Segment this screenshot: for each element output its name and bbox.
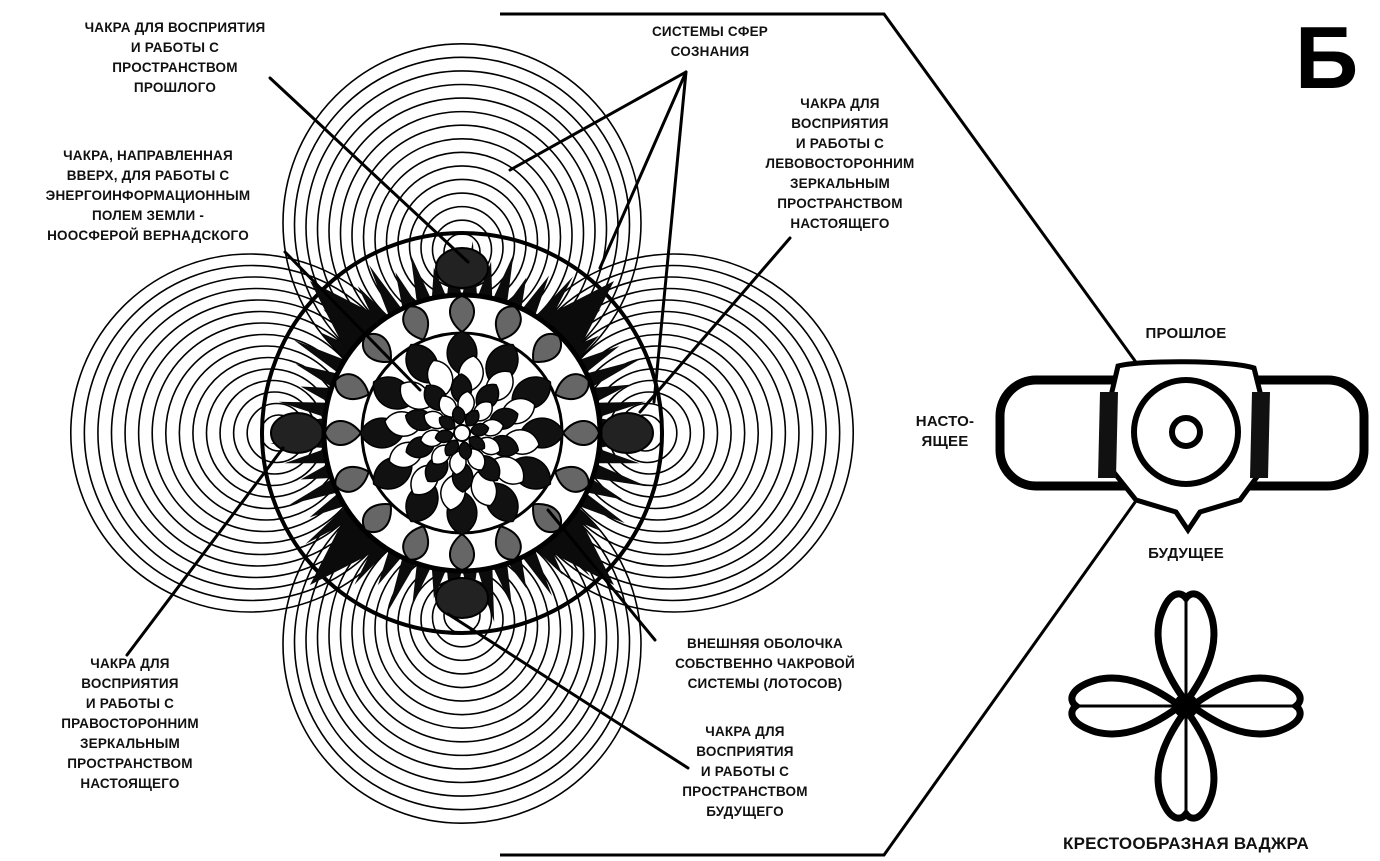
label-past-chakra: ЧАКРА ДЛЯ ВОСПРИЯТИЯ И РАБОТЫ С ПРОСТРАН…: [40, 18, 310, 98]
label-line: НООСФЕРОЙ ВЕРНАДСКОГО: [4, 226, 292, 246]
label-line: БУДУЩЕЕ: [1126, 544, 1246, 564]
label-line: ВОСПРИЯТИЯ: [20, 674, 240, 694]
label-line: НАСТО-: [900, 412, 990, 432]
label-past: ПРОШЛОЕ: [1126, 324, 1246, 344]
label-line: ЗЕРКАЛЬНЫМ: [20, 734, 240, 754]
label-line: ЗЕРКАЛЬНЫМ: [720, 174, 960, 194]
label-consciousness-spheres: СИСТЕМЫ СФЕР СОЗНАНИЯ: [620, 22, 800, 62]
label-future-chakra: ЧАКРА ДЛЯ ВОСПРИЯТИЯ И РАБОТЫ С ПРОСТРАН…: [640, 722, 850, 822]
label-line: ВВЕРХ, ДЛЯ РАБОТЫ С: [4, 166, 292, 186]
label-line: НАСТОЯЩЕГО: [720, 214, 960, 234]
label-outer-shell: ВНЕШНЯЯ ОБОЛОЧКА СОБСТВЕННО ЧАКРОВОЙ СИС…: [640, 634, 890, 694]
label-right-mirror-chakra: ЧАКРА ДЛЯ ВОСПРИЯТИЯ И РАБОТЫ С ПРАВОСТО…: [20, 654, 240, 794]
label-line: ЧАКРА ДЛЯ: [720, 94, 960, 114]
label-line: ПРОСТРАНСТВОМ: [40, 58, 310, 78]
label-line: ВНЕШНЯЯ ОБОЛОЧКА: [640, 634, 890, 654]
label-line: ЧАКРА ДЛЯ: [640, 722, 850, 742]
label-line: КРЕСТООБРАЗНАЯ ВАДЖРА: [1006, 834, 1366, 854]
label-line: ПРОСТРАНСТВОМ: [20, 754, 240, 774]
lotus-bud: [271, 413, 323, 453]
lotus-core: [454, 425, 470, 441]
label-line: ПРОШЛОЕ: [1126, 324, 1246, 344]
label-line: ПРАВОСТОРОННИМ: [20, 714, 240, 734]
crossed-vajra-icon: [1072, 594, 1300, 818]
label-line: ПРОСТРАНСТВОМ: [640, 782, 850, 802]
label-line: И РАБОТЫ С: [20, 694, 240, 714]
label-present: НАСТО- ЯЩЕЕ: [900, 412, 990, 452]
label-line: И РАБОТЫ С: [720, 134, 960, 154]
label-line: ЧАКРА, НАПРАВЛЕННАЯ: [4, 146, 292, 166]
label-line: И РАБОТЫ С: [40, 38, 310, 58]
label-line: ПОЛЕМ ЗЕМЛИ -: [4, 206, 292, 226]
label-line: ПРОСТРАНСТВОМ: [720, 194, 960, 214]
label-line: И РАБОТЫ С: [640, 762, 850, 782]
label-line: НАСТОЯЩЕГО: [20, 774, 240, 794]
label-line: ВОСПРИЯТИЯ: [640, 742, 850, 762]
label-line: ПРОШЛОГО: [40, 78, 310, 98]
label-line: ЭНЕРГОИНФОРМАЦИОННЫМ: [4, 186, 292, 206]
label-line: СОБСТВЕННО ЧАКРОВОЙ: [640, 654, 890, 674]
label-line: БУДУЩЕГО: [640, 802, 850, 822]
label-line: ЧАКРА ДЛЯ: [20, 654, 240, 674]
label-line: ЯЩЕЕ: [900, 432, 990, 452]
time-object: [1000, 362, 1364, 530]
lotus-bud: [436, 248, 488, 288]
label-line: ЧАКРА ДЛЯ ВОСПРИЯТИЯ: [40, 18, 310, 38]
lotus-bud: [601, 413, 653, 453]
center-point-icon: [1172, 418, 1200, 446]
label-left-mirror-chakra: ЧАКРА ДЛЯ ВОСПРИЯТИЯ И РАБОТЫ С ЛЕВОВОСТ…: [720, 94, 960, 234]
lotus-bud: [436, 578, 488, 618]
label-future: БУДУЩЕЕ: [1126, 544, 1246, 564]
label-upward-chakra: ЧАКРА, НАПРАВЛЕННАЯ ВВЕРХ, ДЛЯ РАБОТЫ С …: [4, 146, 292, 246]
panel-letter: Б: [1295, 14, 1358, 102]
label-line: СОЗНАНИЯ: [620, 42, 800, 62]
label-line: СИСТЕМЫ СФЕР: [620, 22, 800, 42]
label-vajra: КРЕСТООБРАЗНАЯ ВАДЖРА: [1006, 834, 1366, 854]
label-line: ЛЕВОВОСТОРОННИМ: [720, 154, 960, 174]
label-line: ВОСПРИЯТИЯ: [720, 114, 960, 134]
label-line: СИСТЕМЫ (ЛОТОСОВ): [640, 674, 890, 694]
